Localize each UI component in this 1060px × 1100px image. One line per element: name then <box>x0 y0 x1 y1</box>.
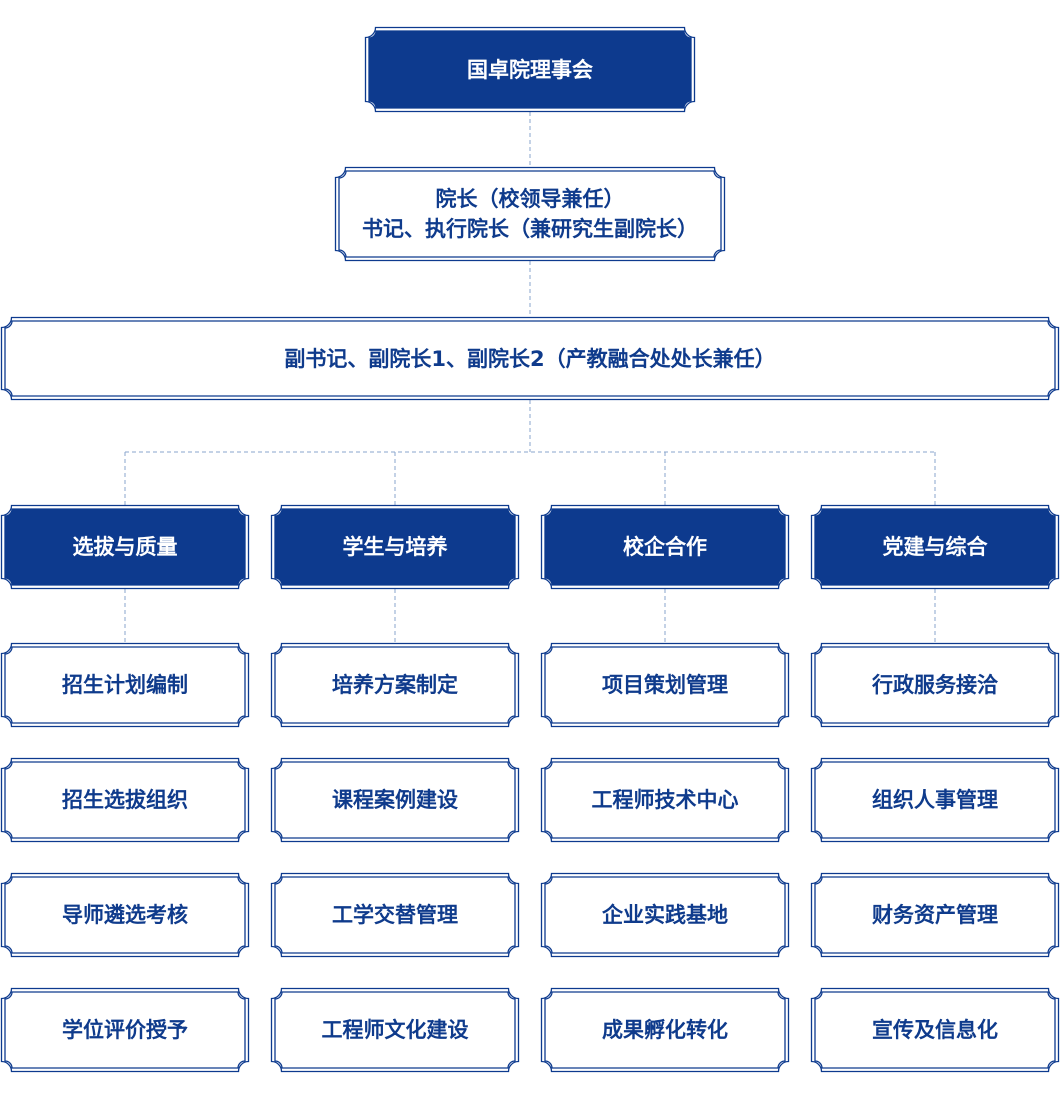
dept-item: 学位评价授予 <box>0 987 250 1073</box>
dept-item-label: 企业实践基地 <box>602 903 728 927</box>
dept-item: 成果孵化转化 <box>540 987 790 1073</box>
dept-item: 培养方案制定 <box>270 642 520 728</box>
dept-item-label: 培养方案制定 <box>332 673 458 697</box>
dept-item: 行政服务接洽 <box>810 642 1060 728</box>
box-frame <box>540 987 790 1073</box>
dept-item-label: 学位评价授予 <box>62 1018 188 1042</box>
dept-item-label: 项目策划管理 <box>602 673 728 697</box>
box-frame <box>364 26 696 113</box>
box-frame <box>0 316 1060 401</box>
dept-header-1: 选拔与质量 <box>0 504 250 590</box>
box-frame <box>810 642 1060 728</box>
box-frame <box>540 872 790 958</box>
dept-header-2: 学生与培养 <box>270 504 520 590</box>
dean-box: 院长（校领导兼任） 书记、执行院长（兼研究生副院长） <box>334 166 726 262</box>
dept-item-label: 工程师文化建设 <box>321 1018 469 1042</box>
dept-item-label: 招生计划编制 <box>62 673 188 697</box>
dept-header-label: 校企合作 <box>623 535 707 559</box>
dept-header-label: 选拔与质量 <box>72 535 178 559</box>
dept-item-label: 招生选拔组织 <box>62 788 188 812</box>
box-frame <box>0 757 250 843</box>
box-frame <box>540 642 790 728</box>
dept-item-label: 工学交替管理 <box>332 903 458 927</box>
box-frame <box>0 872 250 958</box>
dept-header-label: 学生与培养 <box>342 535 448 559</box>
dept-header-3: 校企合作 <box>540 504 790 590</box>
dean-line-2: 书记、执行院长（兼研究生副院长） <box>362 217 698 241</box>
dept-item-label: 行政服务接洽 <box>872 673 998 697</box>
box-frame <box>334 166 726 262</box>
dept-item-label: 宣传及信息化 <box>872 1018 998 1042</box>
box-frame <box>0 987 250 1073</box>
box-frame <box>270 504 520 590</box>
dept-item: 招生选拔组织 <box>0 757 250 843</box>
box-frame <box>810 504 1060 590</box>
dept-item: 宣传及信息化 <box>810 987 1060 1073</box>
dept-item-label: 组织人事管理 <box>872 788 998 812</box>
dept-item: 企业实践基地 <box>540 872 790 958</box>
box-frame <box>0 642 250 728</box>
dept-item: 招生计划编制 <box>0 642 250 728</box>
box-frame <box>810 987 1060 1073</box>
dept-item-label: 财务资产管理 <box>872 903 998 927</box>
dept-item-label: 工程师技术中心 <box>591 788 739 812</box>
dept-item: 导师遴选考核 <box>0 872 250 958</box>
box-frame <box>270 872 520 958</box>
dept-item-label: 导师遴选考核 <box>62 903 188 927</box>
box-frame <box>270 642 520 728</box>
dept-item: 工程师文化建设 <box>270 987 520 1073</box>
box-frame <box>810 872 1060 958</box>
dept-header-4: 党建与综合 <box>810 504 1060 590</box>
dept-item: 课程案例建设 <box>270 757 520 843</box>
box-frame <box>540 757 790 843</box>
box-frame <box>270 757 520 843</box>
board-title: 国卓院理事会 <box>467 57 593 82</box>
dean-text: 院长（校领导兼任） 书记、执行院长（兼研究生副院长） <box>362 184 698 244</box>
box-frame <box>540 504 790 590</box>
dean-line-1: 院长（校领导兼任） <box>435 187 625 211</box>
dept-item: 项目策划管理 <box>540 642 790 728</box>
vice-box: 副书记、副院长1、副院长2（产教融合处处长兼任） <box>0 316 1060 401</box>
board-box: 国卓院理事会 <box>364 26 696 113</box>
box-frame <box>270 987 520 1073</box>
dept-item-label: 课程案例建设 <box>332 788 458 812</box>
dept-item-label: 成果孵化转化 <box>602 1018 728 1042</box>
dept-item: 工程师技术中心 <box>540 757 790 843</box>
dept-header-label: 党建与综合 <box>882 535 988 559</box>
dept-item: 组织人事管理 <box>810 757 1060 843</box>
dept-item: 财务资产管理 <box>810 872 1060 958</box>
box-frame <box>810 757 1060 843</box>
dept-item: 工学交替管理 <box>270 872 520 958</box>
vice-text: 副书记、副院长1、副院长2（产教融合处处长兼任） <box>284 346 776 371</box>
box-frame <box>0 504 250 590</box>
